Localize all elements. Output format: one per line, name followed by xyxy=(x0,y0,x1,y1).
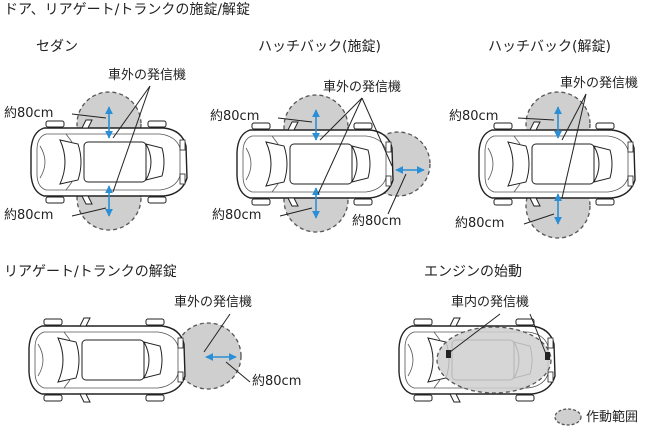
engine-start-leader-2 xyxy=(529,313,547,355)
rear-unlock-diagram xyxy=(28,313,251,403)
hatch-unlock-leader-2 xyxy=(561,93,587,199)
rear-unlock-heading: リアゲート/トランクの解錠 xyxy=(4,264,177,280)
hatch-unlock-car-icon xyxy=(478,121,636,207)
sedan-range-top-label: 約80cm xyxy=(4,106,54,121)
sedan-range-leader-bottom xyxy=(71,207,107,217)
hatch-unlock-range-leader-bottom xyxy=(523,213,555,225)
sedan-heading: セダン xyxy=(36,39,78,55)
engine-start-zone-cabin xyxy=(436,326,552,394)
sedan-diagram xyxy=(30,85,188,231)
legend-zone-swatch xyxy=(554,408,582,426)
hatch-unlock-leader-1 xyxy=(561,93,587,141)
hatch-lock-range-leader-bottom xyxy=(279,207,313,217)
sedan-range-bottom-label: 約80cm xyxy=(4,208,54,223)
hatch-lock-range-leader-top xyxy=(277,117,313,123)
rear-unlock-leader xyxy=(203,313,231,353)
engine-start-heading: エンジンの始動 xyxy=(424,264,522,280)
engine-start-transmitter-label: 車内の発信機 xyxy=(451,295,530,310)
hatch-lock-range-top-label: 約80cm xyxy=(210,109,260,124)
hatch-lock-range-bottom-label: 約80cm xyxy=(212,208,262,223)
engine-start-transmitter-front xyxy=(446,350,451,358)
sedan-leader-2 xyxy=(112,85,151,193)
hatch-unlock-range-leader-top xyxy=(517,117,555,121)
rear-unlock-range-rear-label: 約80cm xyxy=(252,374,302,389)
hatch-lock-range-rear-label: 約80cm xyxy=(352,214,402,229)
sedan-range-leader-top xyxy=(71,113,107,119)
hatch-lock-leader-3 xyxy=(361,97,393,167)
rear-unlock-transmitter-label: 車外の発信機 xyxy=(174,295,253,310)
hatch-lock-heading: ハッチバック(施錠) xyxy=(258,39,381,55)
hatch-unlock-diagram xyxy=(478,91,636,239)
hatch-unlock-transmitter-label: 車外の発信機 xyxy=(560,76,639,91)
sedan-transmitter-label: 車外の発信機 xyxy=(108,68,187,83)
hatch-lock-range-leader-rear xyxy=(387,173,407,215)
engine-start-diagram xyxy=(398,313,556,403)
hatch-unlock-range-top-label: 約80cm xyxy=(449,109,499,124)
rear-unlock-range-leader xyxy=(225,361,251,383)
hatch-lock-transmitter-label: 車外の発信機 xyxy=(323,80,402,95)
page-title: ドア、リアゲート/トランクの施錠/解錠 xyxy=(4,2,251,18)
engine-start-leader-1 xyxy=(449,313,501,353)
engine-start-transmitter-rear xyxy=(545,352,550,360)
legend-label: 作動範囲 xyxy=(586,410,639,425)
hatch-unlock-range-bottom-label: 約80cm xyxy=(455,216,505,231)
hatch-lock-leader-1 xyxy=(319,97,363,141)
hatch-lock-car-icon xyxy=(236,121,394,207)
rear-unlock-car-icon xyxy=(28,317,186,403)
hatch-lock-leader-2 xyxy=(317,97,363,195)
hatch-lock-diagram xyxy=(236,94,431,233)
sedan-leader-1 xyxy=(112,85,151,139)
hatch-unlock-heading: ハッチバック(解錠) xyxy=(488,39,611,55)
